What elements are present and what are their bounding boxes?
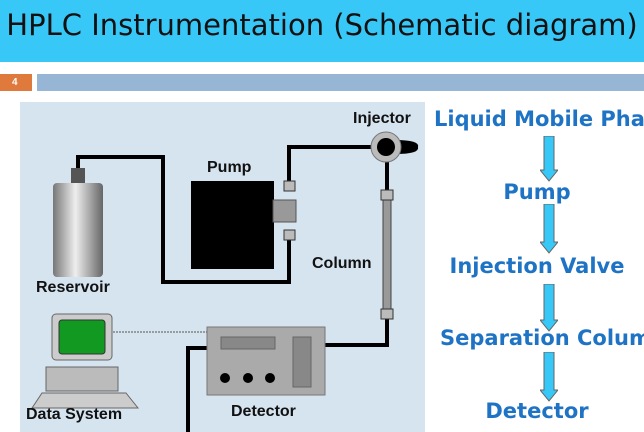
flow-step-mobile-phase: Liquid Mobile Phase bbox=[434, 107, 644, 131]
label-data-system: Data System bbox=[26, 406, 122, 423]
flow-step-pump: Pump bbox=[503, 180, 571, 204]
label-column: Column bbox=[312, 255, 372, 272]
slide-number: 4 bbox=[0, 74, 32, 91]
arrow-down-icon bbox=[540, 136, 558, 182]
pump bbox=[191, 180, 297, 269]
arrow-down-icon bbox=[540, 204, 558, 254]
flow-chart: Liquid Mobile Phase Pump Injection Valve… bbox=[430, 100, 644, 432]
arrow-down-icon bbox=[540, 284, 558, 332]
label-detector: Detector bbox=[231, 403, 296, 420]
hplc-schematic: Injector Pump Column Reservoir Data Syst… bbox=[20, 102, 425, 432]
flow-step-injection-valve: Injection Valve bbox=[449, 254, 625, 278]
label-reservoir: Reservoir bbox=[36, 279, 110, 296]
title-bar: HPLC Instrumentation (Schematic diagram) bbox=[0, 0, 644, 62]
column bbox=[380, 189, 394, 320]
flow-step-separation-column: Separation Column bbox=[440, 326, 644, 350]
injector bbox=[370, 131, 419, 163]
slide-title: HPLC Instrumentation (Schematic diagram) bbox=[6, 8, 638, 42]
label-injector: Injector bbox=[353, 110, 411, 127]
label-pump: Pump bbox=[207, 159, 252, 176]
data-system-computer bbox=[31, 313, 140, 409]
flow-step-detector: Detector bbox=[485, 399, 589, 423]
header-bar bbox=[37, 74, 644, 91]
tubing bbox=[76, 145, 389, 432]
detector bbox=[206, 326, 326, 396]
arrow-down-icon bbox=[540, 352, 558, 402]
reservoir bbox=[53, 168, 103, 277]
